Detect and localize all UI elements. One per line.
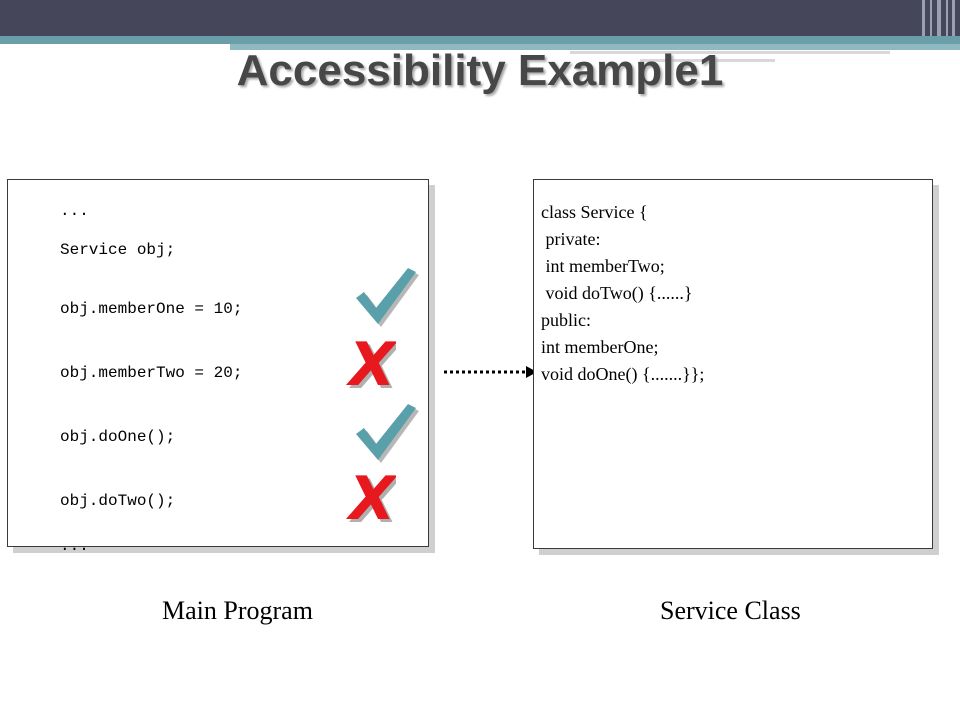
decor-line bbox=[570, 51, 890, 54]
accent-band-light bbox=[230, 44, 960, 50]
slide-title: Accessibility Example1 bbox=[236, 46, 724, 95]
code-line: obj.memberTwo = 20; bbox=[60, 364, 243, 382]
main-program-box bbox=[7, 179, 429, 547]
main-program-caption: Main Program bbox=[162, 596, 313, 625]
x-icon: X X bbox=[346, 336, 396, 392]
class-line: class Service { bbox=[541, 202, 648, 222]
svg-text:X: X bbox=[346, 470, 396, 526]
class-line: void doOne() {.......}}; bbox=[541, 364, 705, 384]
class-line: private: bbox=[541, 229, 601, 249]
check-icon bbox=[356, 404, 419, 463]
class-line: void doTwo() {......} bbox=[541, 283, 693, 303]
class-line: public: bbox=[541, 310, 591, 330]
header-bar bbox=[0, 0, 960, 36]
service-class-caption: Service Class bbox=[660, 596, 801, 625]
svg-text:X: X bbox=[348, 470, 396, 526]
code-line: obj.memberOne = 10; bbox=[60, 300, 243, 318]
header-stripe bbox=[946, 0, 948, 36]
class-line: int memberOne; bbox=[541, 337, 659, 357]
svg-text:X: X bbox=[348, 336, 396, 392]
decor-line bbox=[640, 59, 775, 62]
code-line: obj.doOne(); bbox=[60, 428, 176, 446]
header-stripe bbox=[937, 0, 941, 36]
class-line: int memberTwo; bbox=[541, 256, 665, 276]
code-line: ... bbox=[60, 202, 89, 220]
code-line: ... bbox=[60, 537, 89, 555]
code-line: Service obj; bbox=[60, 241, 176, 259]
header-stripe bbox=[922, 0, 925, 36]
check-icon bbox=[356, 268, 419, 327]
code-line: obj.doTwo(); bbox=[60, 492, 176, 510]
accent-band bbox=[0, 36, 960, 44]
dotted-arrow-icon bbox=[444, 366, 537, 378]
x-icon: X X bbox=[346, 470, 396, 526]
service-class-box bbox=[533, 179, 933, 549]
header-stripe bbox=[930, 0, 932, 36]
header-stripe bbox=[952, 0, 955, 36]
svg-text:X: X bbox=[346, 336, 396, 392]
